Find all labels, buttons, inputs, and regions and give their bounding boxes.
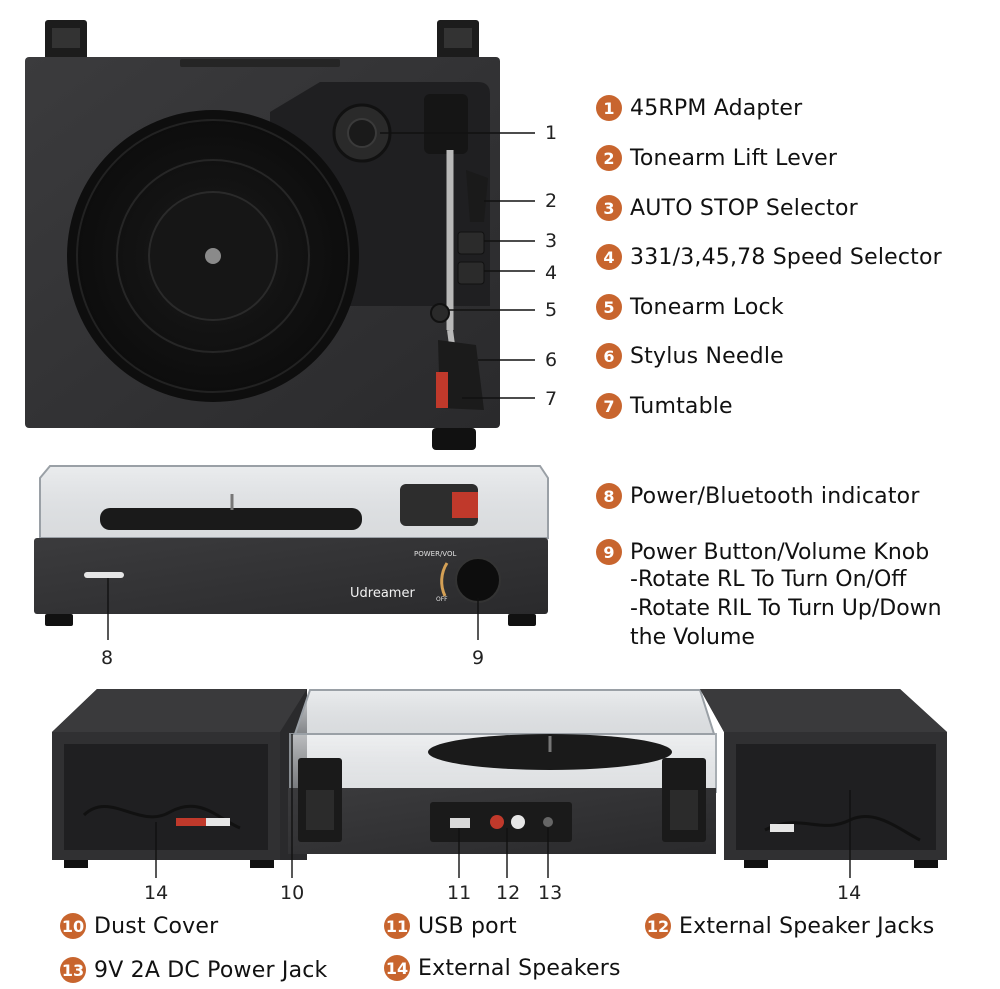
- callout-7: 7: [545, 388, 558, 410]
- legend-label: Stylus Needle: [630, 343, 784, 369]
- callout-14-left: 14: [144, 882, 169, 904]
- callout-1: 1: [545, 122, 558, 144]
- legend-label: Tonearm Lock: [630, 294, 784, 320]
- legend-badge: 3: [596, 195, 622, 221]
- legend-label: Power Button/Volume Knob: [630, 539, 930, 565]
- legend-label: External Speakers: [418, 955, 621, 981]
- legend-item-6: 6 Stylus Needle: [596, 343, 784, 369]
- system-view-with-speakers: [52, 689, 947, 868]
- legend-item-11: 11 USB port: [384, 913, 517, 939]
- legend-item-12: 12 External Speaker Jacks: [645, 913, 934, 939]
- legend-item-4: 4 331/3,45,78 Speed Selector: [596, 244, 942, 270]
- legend-label: Tonearm Lift Lever: [630, 145, 838, 171]
- legend-badge: 2: [596, 145, 622, 171]
- legend-item-8: 8 Power/Bluetooth indicator: [596, 483, 920, 509]
- legend-label: USB port: [418, 913, 517, 939]
- legend-label: Tumtable: [630, 393, 733, 419]
- legend-item-7: 7 Tumtable: [596, 393, 733, 419]
- legend-label: External Speaker Jacks: [679, 913, 935, 939]
- legend-item-13: 13 9V 2A DC Power Jack: [60, 957, 328, 983]
- top-view-turntable: [25, 20, 500, 450]
- callout-10: 10: [280, 882, 305, 904]
- legend-item-9: 9 Power Button/Volume Knob -Rotate RL To…: [596, 539, 942, 652]
- legend-label: Dust Cover: [94, 913, 219, 939]
- legend-badge: 6: [596, 343, 622, 369]
- legend-badge: 12: [645, 913, 671, 939]
- callout-11: 11: [447, 882, 472, 904]
- callout-9: 9: [472, 647, 485, 669]
- legend-sub-line: -Rotate RIL To Turn Up/Down: [630, 596, 942, 621]
- callout-14-right: 14: [837, 882, 862, 904]
- off-label: OFF: [436, 596, 448, 603]
- callout-8: 8: [101, 647, 114, 669]
- legend-badge: 1: [596, 95, 622, 121]
- legend-badge: 9: [596, 539, 622, 565]
- legend-item-5: 5 Tonearm Lock: [596, 294, 784, 320]
- legend-label: AUTO STOP Selector: [630, 195, 858, 221]
- legend-item-2: 2 Tonearm Lift Lever: [596, 145, 837, 171]
- callout-12: 12: [496, 882, 521, 904]
- legend-label: 9V 2A DC Power Jack: [94, 957, 328, 983]
- callout-5: 5: [545, 299, 558, 321]
- leader-lines: [107, 132, 851, 878]
- legend-label: 45RPM Adapter: [630, 95, 803, 121]
- front-view-turntable: [34, 465, 549, 626]
- legend-item-3: 3 AUTO STOP Selector: [596, 195, 858, 221]
- legend-label: 331/3,45,78 Speed Selector: [630, 244, 942, 270]
- legend-badge: 8: [596, 483, 622, 509]
- legend-item-1: 1 45RPM Adapter: [596, 95, 802, 121]
- legend-badge: 5: [596, 294, 622, 320]
- legend-badge: 4: [596, 244, 622, 270]
- callout-13: 13: [538, 882, 563, 904]
- legend-badge: 7: [596, 393, 622, 419]
- legend-sub-line: the Volume: [630, 625, 755, 650]
- legend-sub-line: -Rotate RL To Turn On/Off: [630, 567, 907, 592]
- power-vol-label: POWER/VOL: [414, 550, 456, 558]
- legend-item-10: 10 Dust Cover: [60, 913, 218, 939]
- legend-label: Power/Bluetooth indicator: [630, 483, 920, 509]
- legend-badge: 10: [60, 913, 86, 939]
- callout-3: 3: [545, 230, 558, 252]
- legend-badge: 13: [60, 957, 86, 983]
- callout-6: 6: [545, 349, 558, 371]
- brand-logo: Udreamer: [350, 586, 415, 601]
- callout-4: 4: [545, 262, 558, 284]
- legend-badge: 14: [384, 955, 410, 981]
- legend-badge: 11: [384, 913, 410, 939]
- callout-2: 2: [545, 190, 558, 212]
- legend-item-14: 14 External Speakers: [384, 955, 621, 981]
